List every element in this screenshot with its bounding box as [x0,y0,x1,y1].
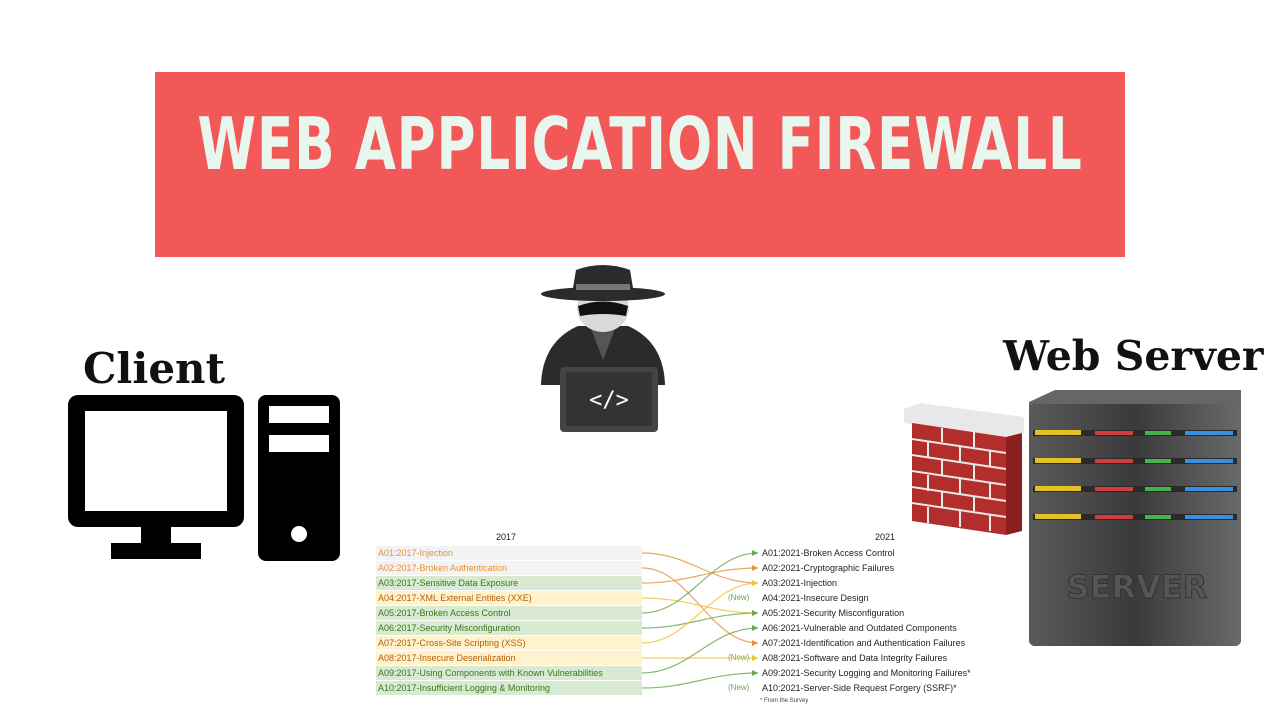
list-item-2017: A04:2017-XML External Entities (XXE) [376,591,642,605]
arrow-head [752,640,758,646]
list-item-2017: A10:2017-Insufficient Logging & Monitori… [376,681,642,695]
new-tag: (New) [728,593,750,602]
list-item-2017: A02:2017-Broken Authentication [376,561,642,575]
code-glyph: </> [589,388,629,413]
title-banner [155,72,1125,257]
hacker-icon: </> [541,265,665,432]
arrow-head [752,550,758,556]
arrow-head [752,655,758,661]
list-item-2021: A06:2021-Vulnerable and Outdated Compone… [762,623,957,633]
list-item-2021: A10:2021-Server-Side Request Forgery (SS… [762,683,957,693]
list-item-2017: A05:2017-Broken Access Control [376,606,642,620]
year-2017-heading: 2017 [496,532,517,542]
mapping-arrow [641,552,759,584]
list-item-2021: A03:2021-Injection [762,578,838,588]
list-item-2021: A02:2021-Cryptographic Failures [762,563,895,573]
list-item-2021: A04:2021-Insecure Design [762,593,869,603]
list-item-2017: A09:2017-Using Components with Known Vul… [376,666,642,680]
list-item-2021: A09:2021-Security Logging and Monitoring… [762,668,971,678]
year-2021-heading: 2021 [875,532,896,542]
new-tag: (New) [728,683,750,692]
mapping-arrow [641,612,759,629]
arrow-head [752,670,758,676]
list-item-2017: A08:2017-Insecure Deserialization [376,651,642,665]
arrow-head [752,580,758,586]
mapping-arrow [641,552,759,614]
mapping-arrow [641,582,759,644]
desktop-computer-icon [68,395,340,561]
list-item-2021: A01:2021-Broken Access Control [762,548,895,558]
list-item-2017: A07:2017-Cross-Site Scripting (XSS) [376,636,642,650]
mapping-arrow [641,567,759,584]
brick-firewall-icon [904,403,1024,535]
arrow-head [752,565,758,571]
server-tower-icon: SERVER [1029,390,1241,646]
mapping-arrows [641,550,759,689]
client-label: Client [83,344,225,393]
list-item-2017: A06:2017-Security Misconfiguration [376,621,642,635]
footnote: * From the Survey [760,698,809,704]
mapping-arrow [641,627,759,674]
web-server-label: Web Server [1003,332,1264,380]
mapping-arrow [641,597,759,614]
arrow-head [752,610,758,616]
server-text: SERVER [1067,568,1208,606]
list-item-2021: A05:2021-Security Misconfiguration [762,608,905,618]
mapping-arrow [641,672,759,689]
list-item-2017: A03:2017-Sensitive Data Exposure [376,576,642,590]
list-item-2021: A07:2021-Identification and Authenticati… [762,638,966,648]
list-item-2021: A08:2021-Software and Data Integrity Fai… [762,653,948,663]
arrow-head [752,625,758,631]
page-title: WEB APPLICATION FIREWALL [197,102,1083,186]
list-item-2017: A01:2017-Injection [376,546,642,560]
